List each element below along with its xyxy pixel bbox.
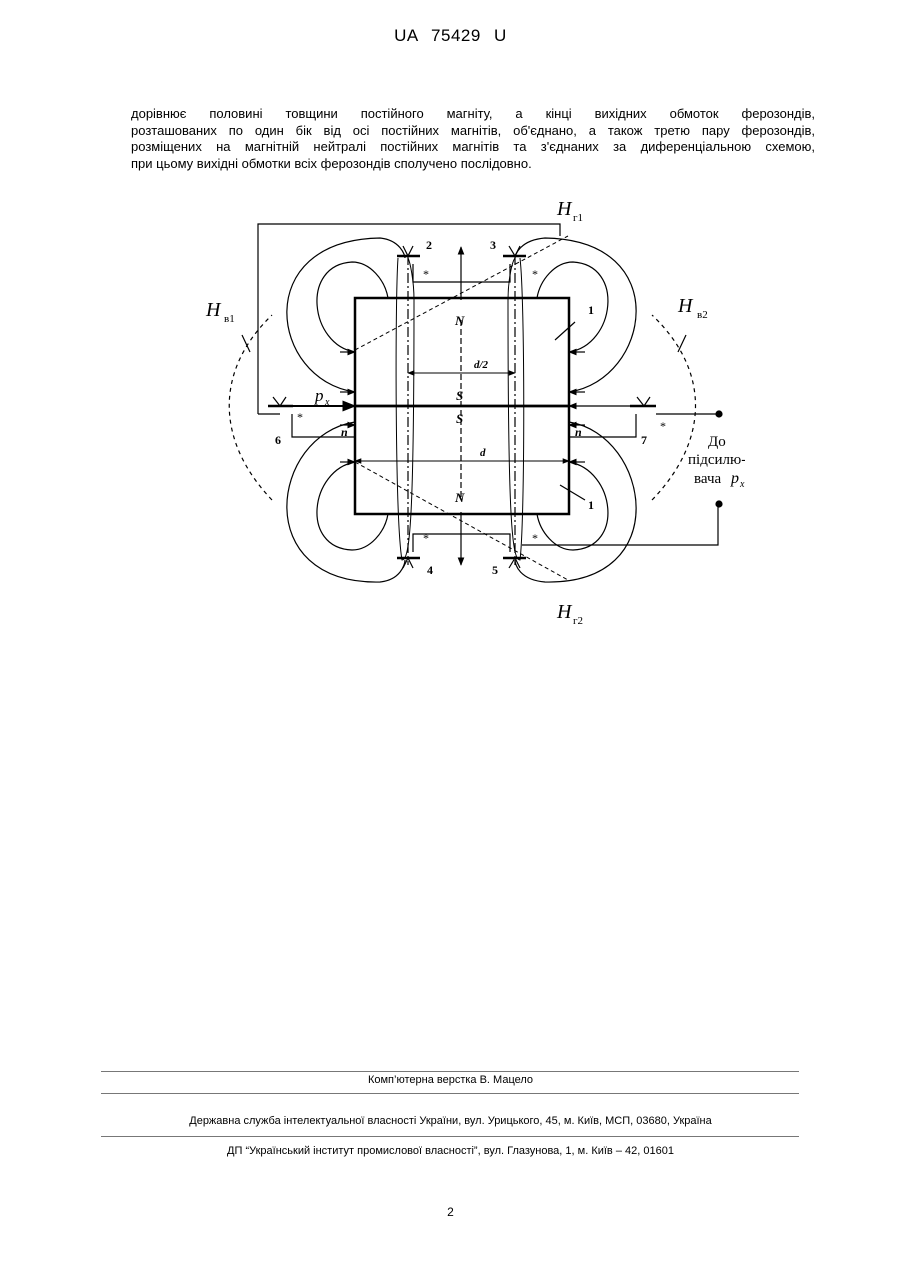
star-mark: *: [532, 267, 538, 281]
label-hv1: H: [205, 299, 222, 321]
page-number: 2: [0, 1205, 901, 1219]
amplifier-px: p: [730, 470, 739, 487]
footer-rule: [101, 1136, 799, 1137]
dimension-d: d: [480, 447, 486, 459]
probe-label-2: 2: [426, 238, 432, 252]
amplifier-px-sub: x: [739, 479, 745, 490]
ferroprobe-diagram: H г1 H г2 H в1 H в2 2 3 4 5 6 7 1 1 N S …: [195, 195, 745, 635]
field-line: [537, 462, 608, 550]
field-line: [537, 262, 608, 352]
field-line: [515, 422, 636, 582]
star-mark: *: [297, 410, 303, 424]
magnet-label-1: 1: [588, 303, 594, 317]
footer-service: Державна служба інтелектуальної власност…: [0, 1115, 901, 1127]
label-hg2: H: [556, 601, 573, 623]
body-line: при цьому вихідні обмотки всіх ферозонді…: [131, 156, 815, 173]
pole-s-top: S: [456, 388, 463, 403]
body-paragraph: дорівнює половині товщини постійного маг…: [131, 106, 815, 172]
label-hg1: H: [556, 198, 573, 220]
amplifier-label-line3: вача: [694, 471, 721, 487]
px-label-sub: x: [324, 397, 330, 408]
dimension-d-half: d/2: [474, 359, 489, 371]
footer-rule: [101, 1093, 799, 1094]
body-line: розміщених на магнітній нейтралі постійн…: [131, 139, 815, 156]
label-hv2: H: [677, 295, 694, 317]
pole-s-bottom: S: [456, 411, 463, 426]
label-hv2-sub: в2: [697, 309, 708, 321]
probe-label-6: 6: [275, 433, 281, 447]
px-label: p: [314, 386, 324, 405]
label-hg1-sub: г1: [573, 212, 583, 224]
body-line: дорівнює половині товщини постійного маг…: [131, 106, 815, 123]
n-label-left: n: [341, 425, 348, 439]
label-hg2-sub: г2: [573, 615, 583, 627]
pole-n-bottom: N: [454, 490, 465, 505]
probe-label-4: 4: [427, 563, 433, 577]
star-mark: *: [423, 267, 429, 281]
probe-label-3: 3: [490, 238, 496, 252]
label-hv1-sub: в1: [224, 313, 235, 325]
amplifier-label-line2: підсилю-: [688, 452, 745, 468]
pole-n-top: N: [454, 313, 465, 328]
footer-layout: Комп’ютерна верстка В. Мацело: [0, 1074, 901, 1086]
star-mark: *: [423, 531, 429, 545]
footer-institute: ДП “Український інститут промислової вла…: [0, 1145, 901, 1157]
star-mark: *: [660, 419, 666, 433]
probe-label-7: 7: [641, 433, 647, 447]
patent-number: UA 75429 U: [0, 26, 901, 46]
body-line: розташованих по один бік від осі постійн…: [131, 123, 815, 140]
amplifier-label-line1: До: [708, 434, 726, 450]
n-label-right: n: [575, 425, 582, 439]
field-line: [317, 262, 388, 352]
field-line: [287, 422, 405, 582]
probe-label-5: 5: [492, 563, 498, 577]
field-line: [317, 462, 388, 550]
field-line: [287, 238, 405, 392]
footer-rule: [101, 1071, 799, 1072]
field-line: [515, 238, 636, 392]
magnet-label-1: 1: [588, 498, 594, 512]
star-mark: *: [532, 531, 538, 545]
